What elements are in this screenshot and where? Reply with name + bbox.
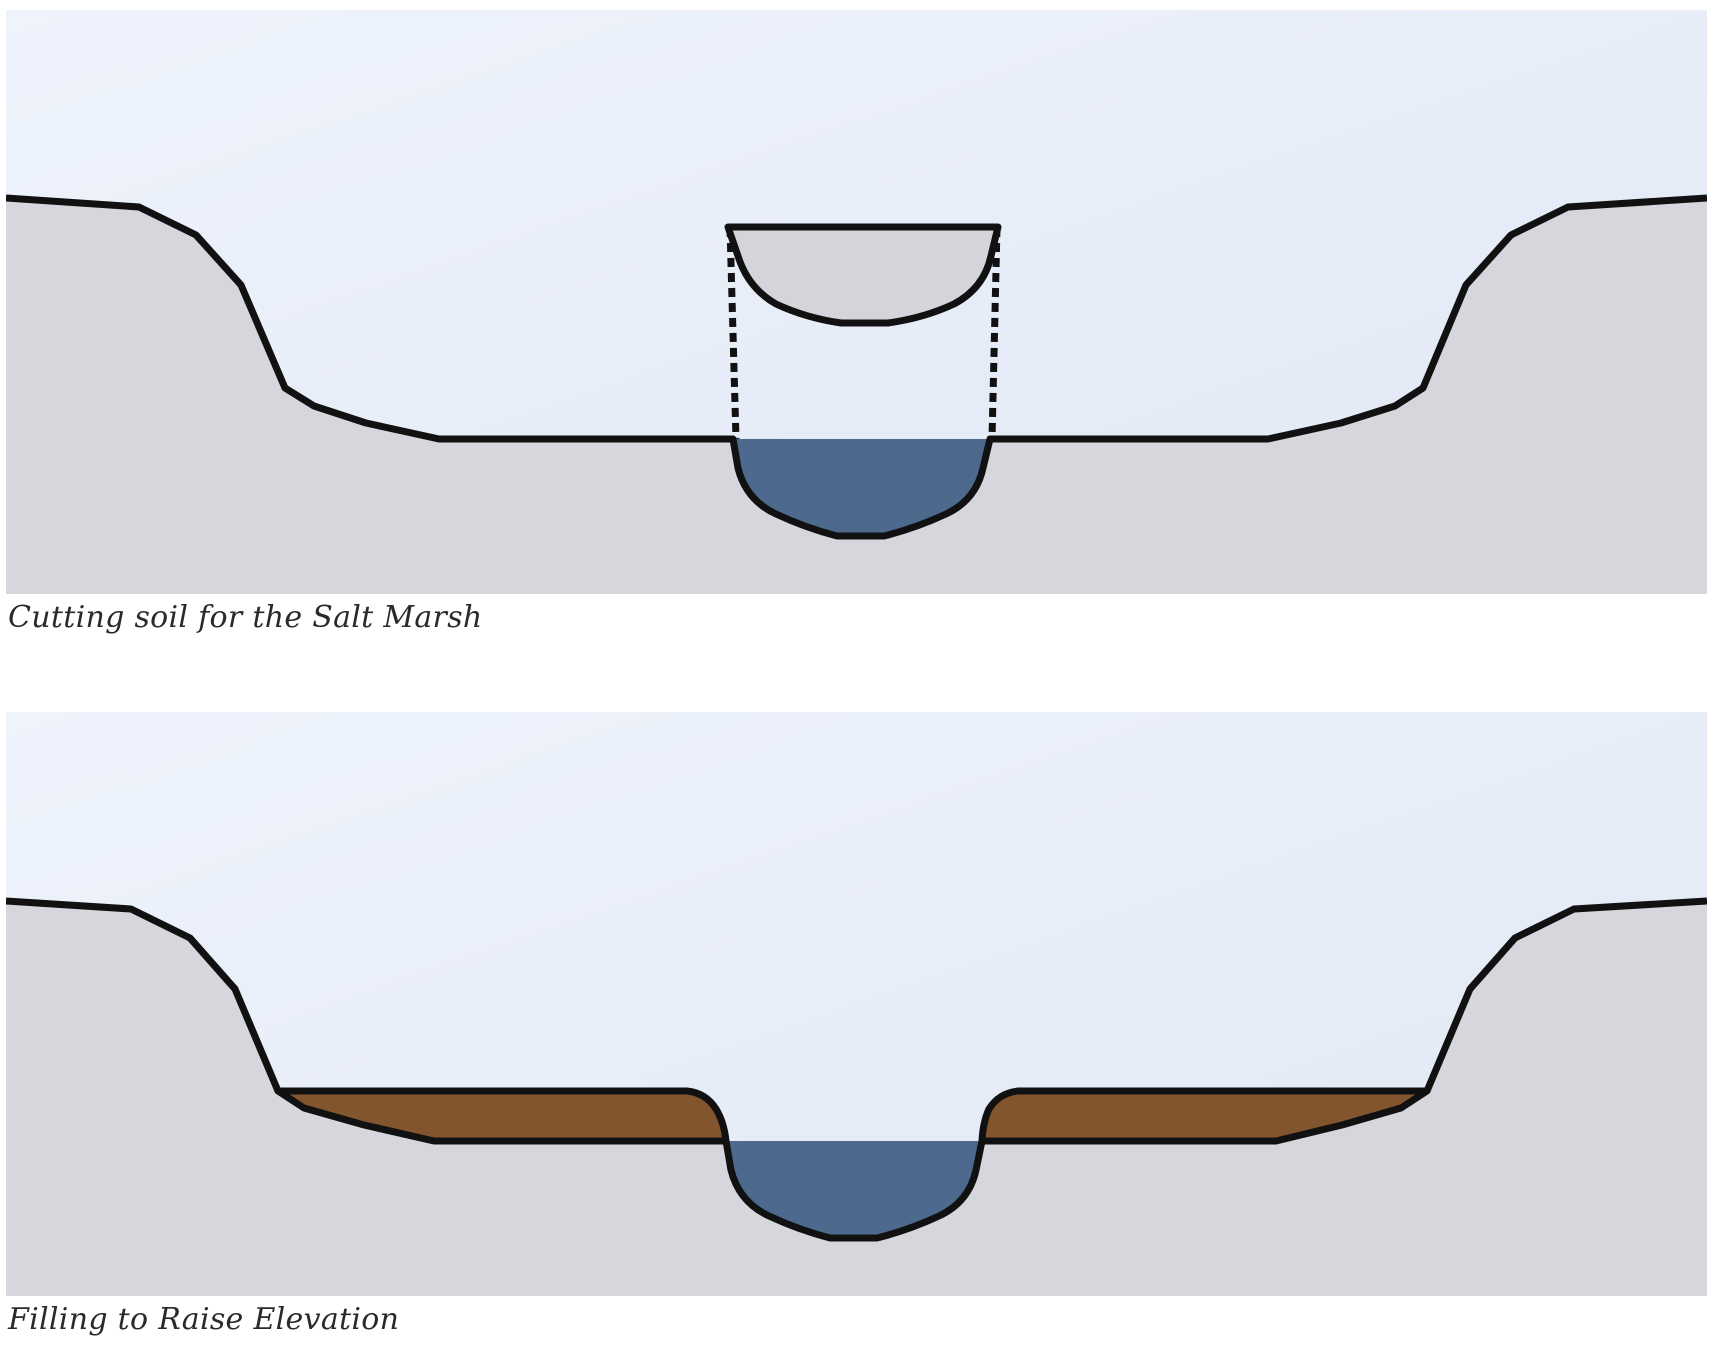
- fill-soil-right-outline: [978, 1087, 1427, 1142]
- cut-guide-right: [988, 227, 1001, 440]
- ground-outline: [6, 194, 1707, 540]
- channel-water: [726, 1141, 982, 1238]
- excavated-soil: [724, 223, 1002, 327]
- figure-caption: Filling to Raise Elevation: [8, 1302, 400, 1337]
- channel-water: [733, 439, 990, 536]
- fill-soil-left-outline: [278, 1087, 730, 1142]
- ground-outline: [6, 897, 1707, 1242]
- cut-diagram: [6, 10, 1707, 594]
- figure-caption: Cutting soil for the Salt Marsh: [8, 600, 483, 635]
- cut-guide-left: [726, 227, 740, 440]
- ground-profile: [6, 198, 1707, 594]
- ground-profile: [6, 901, 1707, 1296]
- fill-diagram: [6, 712, 1707, 1296]
